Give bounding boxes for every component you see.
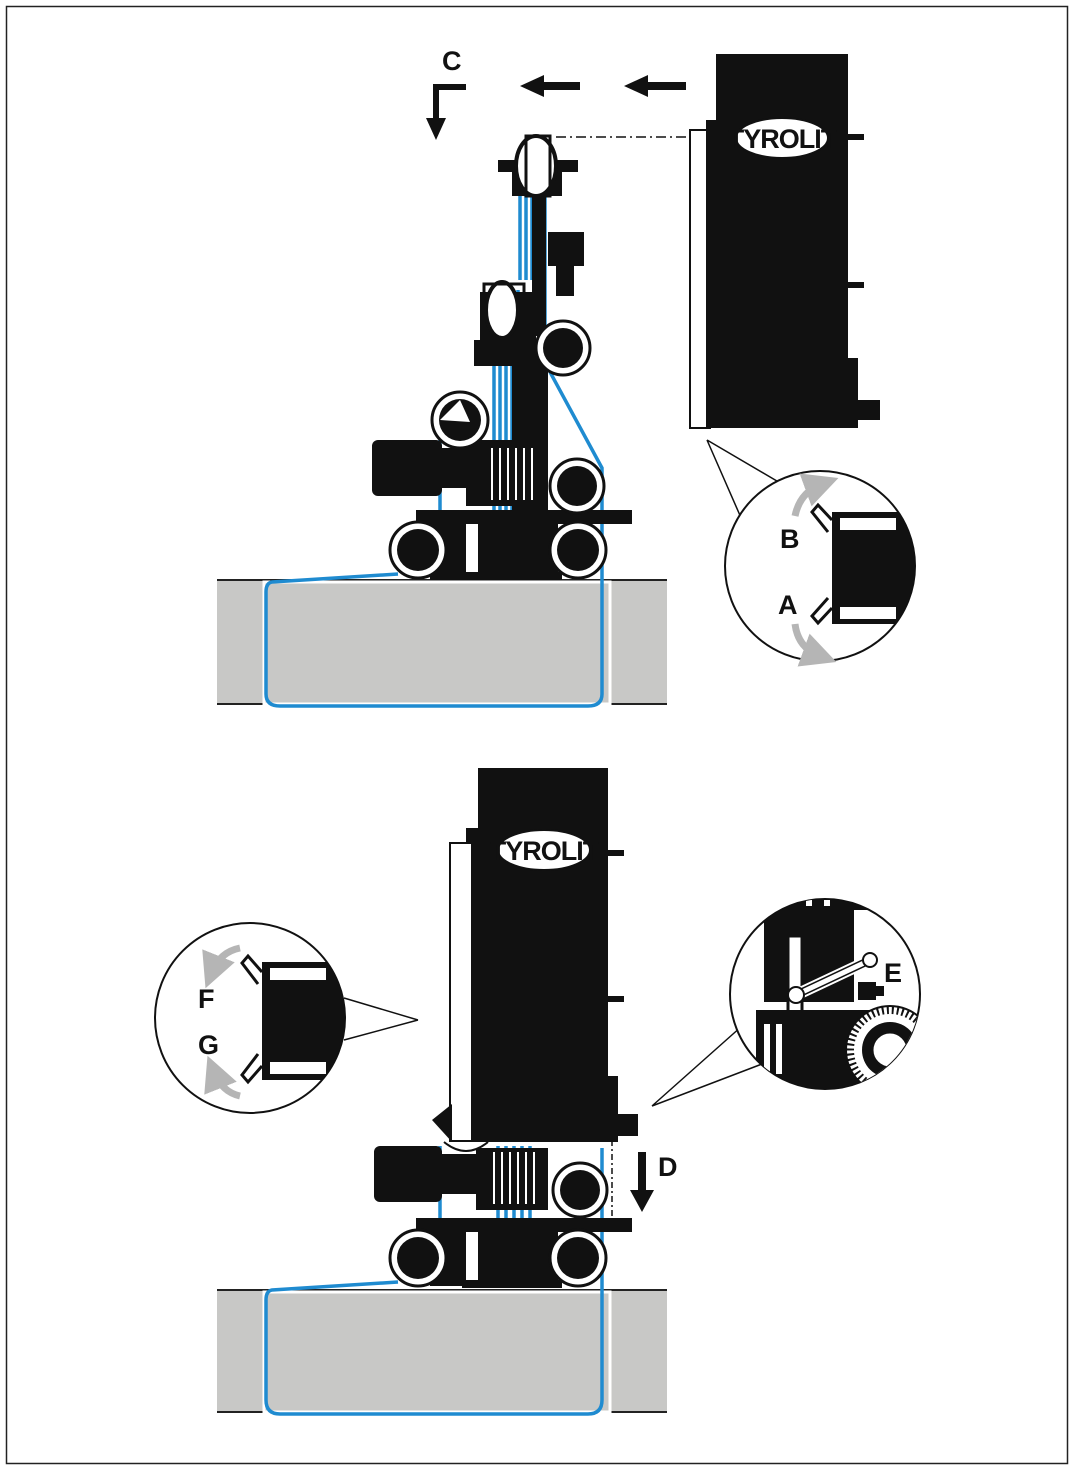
callout-pointer-upper	[706, 439, 783, 521]
tyrolit-cover-upper: TYROLIT	[689, 54, 880, 429]
detail-view-fg: F G	[154, 922, 346, 1114]
detail-view-ab: B A	[724, 470, 916, 667]
concrete-block-upper	[217, 579, 667, 706]
guide-rollers-upper	[388, 319, 608, 580]
label-f: F	[198, 984, 215, 1014]
logo-text: TYROLIT	[728, 124, 838, 154]
callout-pointer-left	[343, 997, 419, 1041]
arrow-c	[426, 84, 466, 140]
label-d: D	[658, 1152, 678, 1182]
page-border	[5, 5, 1069, 1465]
arrow-d	[630, 1152, 654, 1212]
move-left-arrows	[520, 75, 686, 97]
guide-rollers-lower	[388, 1161, 609, 1288]
detail-view-e: E	[729, 898, 921, 1090]
callout-pointer-right	[651, 1025, 763, 1107]
label-g: G	[198, 1030, 219, 1060]
label-a: A	[778, 590, 798, 620]
lower-stage: TYROLIT D F G	[154, 768, 921, 1416]
logo-text-lower: TYROLIT	[490, 836, 600, 866]
label-b: B	[780, 524, 800, 554]
upper-stage: TYROLIT C B A	[217, 46, 916, 708]
label-c: C	[442, 46, 462, 76]
wire-saw-machine-upper	[372, 134, 632, 580]
wrench-icon	[787, 952, 878, 1004]
tyrolit-cover-lower: TYROLIT	[432, 768, 638, 1152]
label-e: E	[884, 958, 902, 988]
wire-saw-machine-lower	[374, 1146, 632, 1288]
concrete-block-lower	[217, 1289, 667, 1414]
